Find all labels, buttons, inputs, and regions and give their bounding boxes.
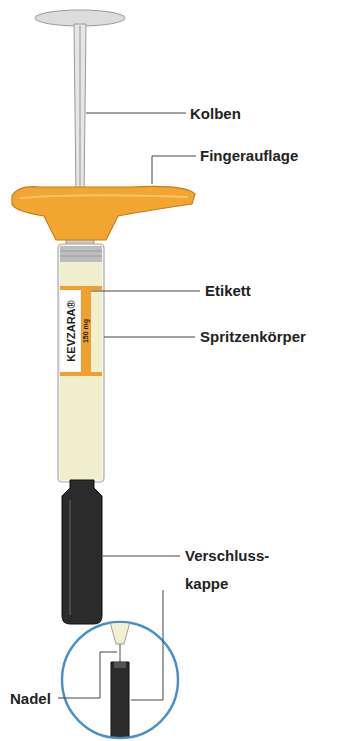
zoom-needle-cap bbox=[111, 662, 129, 741]
leader-line bbox=[152, 156, 196, 184]
leader-line bbox=[104, 337, 195, 338]
leader-line bbox=[58, 652, 117, 698]
plunger-rod bbox=[74, 24, 86, 196]
syringe-liquid bbox=[60, 262, 102, 480]
dose-text: 150 mg bbox=[82, 319, 90, 343]
syringe-stopper bbox=[60, 246, 102, 262]
part-label: Kolben bbox=[190, 105, 241, 122]
label-stripe bbox=[81, 286, 91, 376]
needle-hub bbox=[110, 622, 130, 644]
syringe-barrel bbox=[58, 244, 104, 482]
brand-text: KEVZARA® bbox=[65, 300, 77, 361]
leader-line bbox=[86, 113, 186, 114]
label-band bbox=[60, 286, 102, 290]
part-label: Nadel bbox=[10, 690, 51, 707]
finger-flange bbox=[12, 186, 195, 240]
leader-line bbox=[131, 590, 163, 700]
barrel-label bbox=[60, 286, 81, 376]
leader-line bbox=[103, 556, 180, 557]
part-label: Spritzenkörper bbox=[200, 328, 306, 345]
needle-cap bbox=[62, 480, 102, 624]
part-label: Fingerauflage bbox=[200, 147, 298, 164]
leader-line bbox=[91, 291, 200, 292]
leader-lines bbox=[58, 113, 200, 700]
plunger-rib bbox=[79, 26, 81, 194]
label-band bbox=[60, 372, 102, 376]
part-label: Etikett bbox=[205, 282, 251, 299]
part-label: Verschluss- kappe bbox=[185, 542, 269, 598]
